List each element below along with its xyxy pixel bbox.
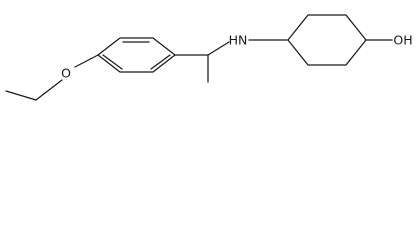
bond-ch2-o [35,79,63,101]
benzene-ring [97,37,176,73]
benzene-ring-outline [97,37,176,73]
ethoxy-group: O [5,54,99,101]
chiral-carbon-group [174,41,230,83]
structure-diagram: O HN OH [5,14,413,101]
amine-label: HN [229,33,248,48]
bond-o-aryl [74,54,99,68]
hydroxyl-label: OH [393,33,412,48]
ether-oxygen-label: O [61,66,71,81]
bond-ch3-ch2 [5,90,37,101]
bond-ch-nh [207,41,230,56]
cyclohexane-ring [248,14,393,66]
benzene-double-bond-3 [102,54,123,70]
cyclohexane-ring-outline [287,14,367,66]
benzene-double-bond-2 [150,54,171,70]
